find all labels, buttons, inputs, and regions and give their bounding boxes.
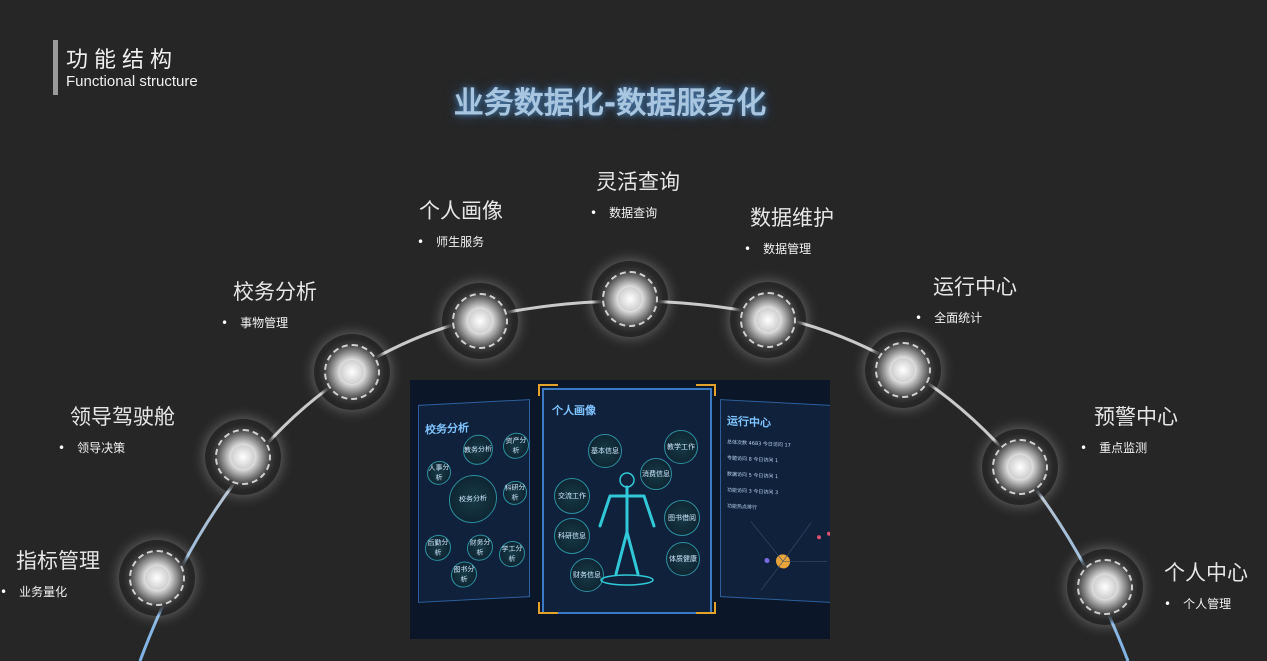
bubble: 财务分析 (467, 534, 493, 562)
node-sub: 领导决策 (58, 439, 175, 456)
node-name: 校务分析 (233, 280, 317, 304)
corner-accent (538, 384, 558, 396)
stat-line: 功能访问 3 今日访问 3 (727, 487, 779, 497)
node-sub: 重点监测 (1080, 439, 1178, 456)
header-title-en: Functional structure (66, 73, 198, 90)
label-indicator-mgmt: 指标管理 业务量化 (16, 545, 100, 600)
corner-accent (696, 384, 716, 396)
node-sub: 数据查询 (590, 204, 680, 221)
panel-title: 运行中心 (727, 414, 771, 430)
node-name: 预警中心 (1094, 405, 1178, 429)
dashboard-preview: 校务分析 人事分析 教务分析 资产分析 校务分析 科研分析 后勤分析 财务分析 … (410, 380, 830, 639)
node-sub: 数据管理 (744, 240, 834, 257)
panel-title: 个人画像 (552, 404, 596, 417)
bubble: 资产分析 (503, 432, 529, 460)
panel-title: 校务分析 (425, 421, 469, 437)
label-ops-center: 运行中心 全面统计 (933, 271, 1017, 326)
label-warning-center: 预警中心 重点监测 (1094, 401, 1178, 456)
bubble: 科研信息 (554, 518, 590, 554)
bubble: 消费信息 (640, 458, 672, 490)
panel-school-analysis: 校务分析 人事分析 教务分析 资产分析 校务分析 科研分析 后勤分析 财务分析 … (418, 399, 530, 603)
node-name: 数据维护 (750, 206, 834, 230)
node-name: 个人画像 (419, 199, 503, 223)
main-title: 业务数据化-数据服务化 (453, 86, 767, 121)
bubble: 教务分析 (463, 434, 493, 466)
bubble: 教学工作 (664, 430, 698, 464)
node-sub: 师生服务 (417, 233, 503, 250)
node-name: 个人中心 (1164, 561, 1248, 585)
corner-accent (538, 602, 558, 614)
header-title-cn: 功能结构 (66, 48, 179, 73)
stat-line: 总体次数 4683 今日访问 17 (727, 439, 791, 449)
corner-accent (696, 602, 716, 614)
node-sub: 业务量化 (0, 583, 100, 600)
bubble: 学工分析 (499, 540, 525, 568)
sun-radial-icon (750, 521, 830, 591)
node-name: 运行中心 (933, 275, 1017, 299)
label-personal-center: 个人中心 个人管理 (1164, 557, 1248, 612)
label-data-maintenance: 数据维护 数据管理 (750, 202, 834, 257)
label-school-analysis: 校务分析 事物管理 (233, 276, 317, 331)
header-accent-bar (53, 40, 58, 95)
label-flexible-query: 灵活查询 数据查询 (596, 166, 680, 221)
panel-ops-center: 运行中心 总体次数 4683 今日访问 17 专题访问 8 今日访问 1 数据访… (720, 399, 830, 603)
stat-line: 数据访问 5 今日访问 1 (727, 471, 779, 481)
node-sub: 个人管理 (1164, 595, 1248, 612)
label-personal-portrait: 个人画像 师生服务 (419, 195, 503, 250)
bubble: 交流工作 (554, 478, 590, 514)
node-name: 指标管理 (16, 549, 100, 573)
stat-line: 功能热点排行 (727, 503, 758, 512)
bubble: 后勤分析 (425, 534, 451, 562)
bubble: 图书借阅 (664, 500, 700, 536)
panel-personal-portrait: 个人画像 基本信息 教学工作 消费信息 交流工作 图书借阅 科研信息 体质健康 … (542, 388, 712, 614)
node-sub: 全面统计 (915, 309, 1017, 326)
human-figure-icon (598, 472, 656, 586)
node-name: 灵活查询 (596, 170, 680, 194)
node-name: 领导驾驶舱 (70, 405, 175, 429)
bubble: 财务信息 (570, 558, 604, 592)
stat-line: 专题访问 8 今日访问 1 (727, 455, 779, 465)
bubble: 图书分析 (451, 560, 477, 589)
bubble: 人事分析 (427, 460, 451, 486)
bubble: 体质健康 (666, 542, 700, 576)
bubble: 校务分析 (449, 473, 497, 525)
label-leader-cockpit: 领导驾驶舱 领导决策 (70, 401, 175, 456)
bubble: 科研分析 (503, 480, 527, 506)
node-sub: 事物管理 (221, 314, 317, 331)
bubble: 基本信息 (588, 434, 622, 468)
